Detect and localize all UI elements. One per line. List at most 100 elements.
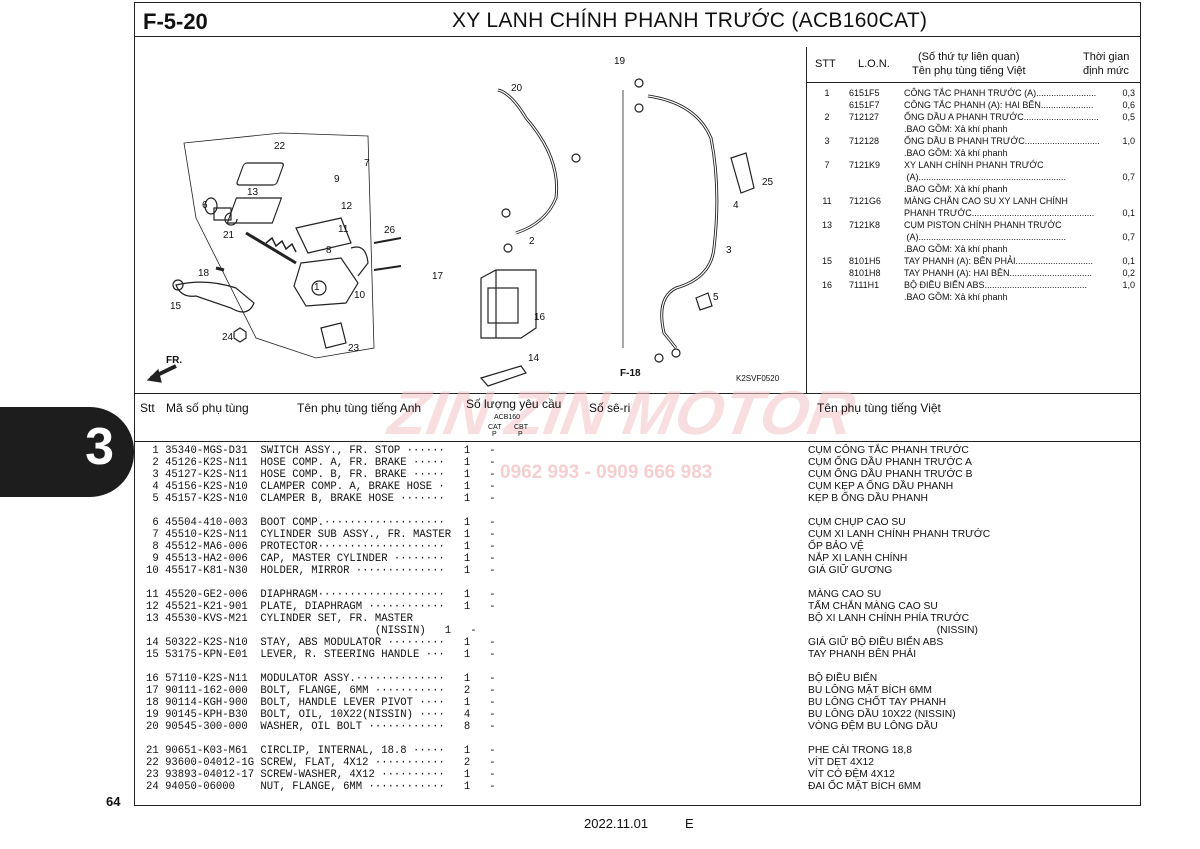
diagram-code: K2SVF0520 xyxy=(736,374,780,383)
callout-5: 5 xyxy=(713,292,719,303)
ref-cell-qty: 0,5 xyxy=(1122,112,1135,122)
ref-cell-nm: .BAO GỒM: Xả khí phanh xyxy=(904,292,1008,302)
callout-19: 19 xyxy=(614,56,626,67)
footer-date: 2022.11.01 xyxy=(584,816,649,831)
ref-cell-nm: CÔNG TẮC PHANH (A): HAI BÊN.............… xyxy=(904,100,1094,110)
footer-edition: E xyxy=(685,816,694,831)
ref-cell-stt: 1 xyxy=(824,88,830,98)
ref-cell-nm: .BAO GỒM: Xả khí phanh xyxy=(904,148,1008,158)
ref-table-divider xyxy=(806,47,807,393)
callout-25: 25 xyxy=(762,177,774,188)
chapter-tab: 3 xyxy=(0,407,134,497)
ref-cell-qty: 0,1 xyxy=(1122,208,1135,218)
ref-cell-nm: BỘ ĐIỀU BIẾN ABS........................… xyxy=(904,280,1088,290)
callout-26: 26 xyxy=(384,225,396,236)
callout-11: 11 xyxy=(338,224,349,235)
ref-cell-nm: (A).....................................… xyxy=(904,232,1067,242)
header-divider xyxy=(134,36,1141,37)
chapter-number: 3 xyxy=(85,418,114,476)
callout-3: 3 xyxy=(726,245,732,256)
col-head-cat: CAT xyxy=(488,424,502,431)
diagram-divider xyxy=(134,393,1141,394)
ref-head-time-2: định mức xyxy=(1083,65,1129,77)
ref-cell-stt: 2 xyxy=(824,112,830,122)
ref-cell-nm: ỐNG DẦU B PHANH TRƯỚC...................… xyxy=(904,136,1100,146)
col-head-part-no: Mã số phụ tùng xyxy=(166,401,249,415)
callout-24: 24 xyxy=(222,332,234,343)
col-head-qty: Số lượng yêu cầu xyxy=(466,397,562,411)
ref-head-name-2: Tên phụ tùng tiếng Việt xyxy=(912,65,1026,77)
callout-13: 13 xyxy=(247,187,259,198)
col-head-name-vi: Tên phụ tùng tiếng Việt xyxy=(817,401,941,415)
callout-23: 23 xyxy=(348,343,360,354)
col-head-name-en: Tên phụ tùng tiếng Anh xyxy=(297,401,422,415)
callout-1: 1 xyxy=(314,282,320,293)
ref-label: F-18 xyxy=(620,368,641,379)
page-number: 64 xyxy=(106,794,121,809)
ref-cell-nm: CỤM PISTON CHÍNH PHANH TRƯỚC xyxy=(904,220,1062,230)
callout-17a: 17 xyxy=(432,271,444,282)
ref-cell-stt: 11 xyxy=(822,196,832,206)
page-code: F-5-20 xyxy=(143,9,208,34)
ref-cell-qty: 0,7 xyxy=(1122,232,1135,242)
ref-cell-nm: .BAO GỒM: Xả khí phanh xyxy=(904,244,1008,254)
callout-18: 18 xyxy=(198,268,210,279)
fr-label: FR. xyxy=(166,355,182,366)
watermark-phone: 0962 993 - 0909 666 983 xyxy=(500,462,713,483)
ref-cell-lon: 6151F7 xyxy=(849,100,880,110)
ref-cell-nm: TAY PHANH (A): HAI BÊN..................… xyxy=(904,268,1093,278)
parts-list-english: 1 35340-MGS-D31 SWITCH ASSY., FR. STOP ·… xyxy=(146,445,496,793)
ref-cell-nm: XY LANH CHÍNH PHANH TRƯỚC xyxy=(904,160,1044,170)
callout-10: 10 xyxy=(354,290,366,301)
ref-cell-stt: 15 xyxy=(821,256,832,266)
parts-list-vietnamese: CỤM CÔNG TẮC PHANH TRƯỚC CỤM ỐNG DẦU PHA… xyxy=(808,445,991,792)
ref-cell-nm: PHANH TRƯỚC.............................… xyxy=(904,208,1095,218)
exploded-parts-diagram: 1 2 3 4 5 6 7 8 9 10 11 12 13 14 15 16 1… xyxy=(146,56,780,387)
col-head-p-cat: P xyxy=(492,431,497,438)
table-header-divider xyxy=(134,441,1141,442)
ref-table-header-line xyxy=(807,82,1141,83)
callout-22: 22 xyxy=(274,141,286,152)
ref-cell-qty: 1,0 xyxy=(1122,136,1135,146)
ref-cell-qty: 1,0 xyxy=(1122,280,1135,290)
ref-cell-lon: 7111H1 xyxy=(849,280,880,290)
callout-21: 21 xyxy=(223,230,235,241)
ref-head-name-1: (Số thứ tự liên quan) xyxy=(918,51,1020,63)
callout-16: 16 xyxy=(534,312,546,323)
ref-cell-lon: 8101H8 xyxy=(849,268,881,278)
ref-cell-nm: TAY PHANH (A): BÊN PHẢI.................… xyxy=(904,256,1094,266)
ref-cell-nm: MÀNG CHẮN CAO SU XY LANH CHÍNH xyxy=(904,196,1068,206)
page-title: XY LANH CHÍNH PHANH TRƯỚC (ACB160CAT) xyxy=(452,9,928,32)
callout-2: 2 xyxy=(529,236,535,247)
ref-cell-qty: 0,7 xyxy=(1122,172,1135,182)
ref-cell-nm: (A).....................................… xyxy=(904,172,1067,182)
ref-cell-qty: 0,6 xyxy=(1122,100,1135,110)
col-head-model: ACB160 xyxy=(494,414,521,421)
callout-12: 12 xyxy=(341,201,353,212)
ref-cell-lon: 712127 xyxy=(849,112,880,122)
ref-cell-lon: 712128 xyxy=(849,136,880,146)
ref-cell-lon: 6151F5 xyxy=(849,88,880,98)
callout-20: 20 xyxy=(511,83,523,94)
ref-head-time-1: Thời gian xyxy=(1083,51,1130,63)
callout-9: 9 xyxy=(334,174,340,185)
callout-4: 4 xyxy=(733,200,739,211)
ref-cell-stt: 7 xyxy=(824,160,830,170)
col-head-p-cbt: P xyxy=(518,431,523,438)
ref-cell-nm: CÔNG TẮC PHANH TRƯỚC (A)................… xyxy=(904,88,1097,98)
page-frame xyxy=(134,2,1141,806)
callout-7: 7 xyxy=(364,158,370,169)
ref-cell-stt: 13 xyxy=(821,220,832,230)
ref-cell-qty: 0,2 xyxy=(1122,268,1135,278)
ref-cell-nm: ỐNG DẦU A PHANH TRƯỚC...................… xyxy=(904,112,1099,122)
ref-cell-lon: 7121G6 xyxy=(849,196,882,206)
ref-cell-qty: 0,1 xyxy=(1122,256,1135,266)
callout-6: 6 xyxy=(202,200,208,211)
ref-head-stt: STT xyxy=(815,58,836,70)
col-head-cbt: CBT xyxy=(514,424,528,431)
ref-cell-stt: 3 xyxy=(824,136,830,146)
ref-cell-stt: 16 xyxy=(821,280,832,290)
ref-cell-qty: 0,3 xyxy=(1122,88,1135,98)
ref-cell-lon: 8101H5 xyxy=(849,256,881,266)
ref-head-lon: L.O.N. xyxy=(858,58,890,70)
